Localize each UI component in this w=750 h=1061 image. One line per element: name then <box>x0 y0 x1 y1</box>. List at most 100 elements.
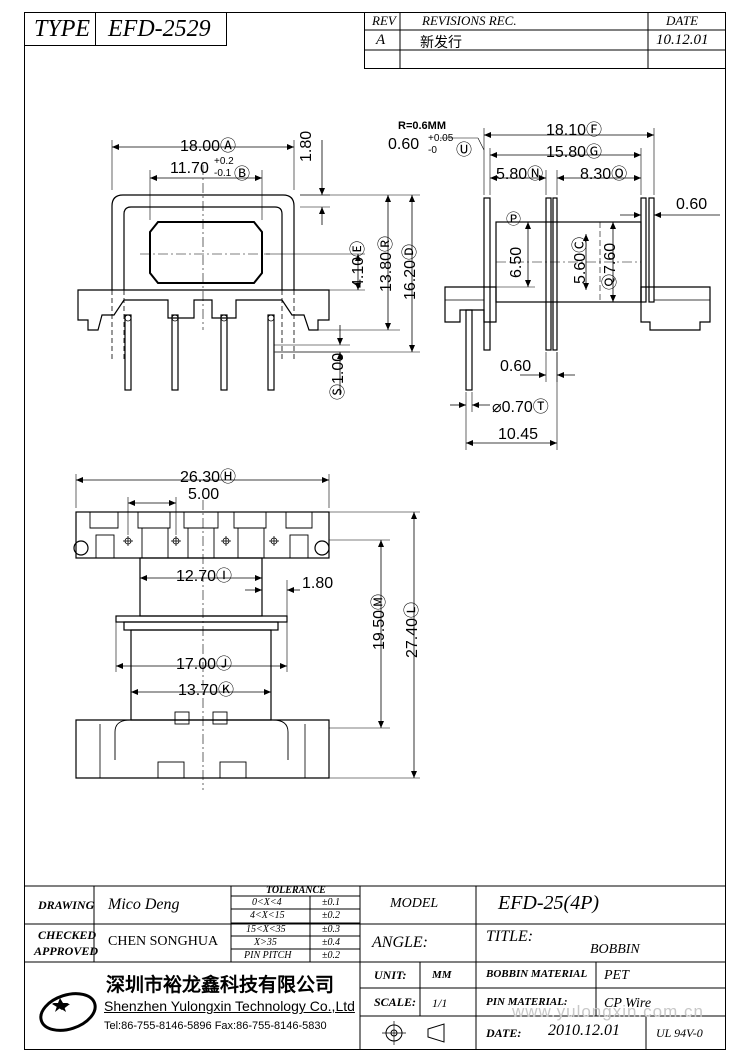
side-flange-mid-b <box>552 197 558 351</box>
side-view <box>440 128 720 450</box>
date-value: 2010.12.01 <box>548 1022 620 1039</box>
dim-500-label: 5.00 <box>188 486 220 503</box>
front-outer-frame <box>111 194 295 290</box>
company-logo-icon <box>39 992 97 1032</box>
pin-material-value: CP Wire <box>604 996 652 1011</box>
dim-b-tol-minus: -0.1 <box>214 168 232 179</box>
dim-i-label: 12.70Ⓘ <box>176 568 233 585</box>
tolerance-label: TOLERANCE <box>266 885 326 896</box>
drawing-value: Mico Deng <box>108 896 180 913</box>
date-label: DATE: <box>486 1026 522 1040</box>
bobbin-material-value: PET <box>604 968 629 983</box>
dim-650-label: 6.50 <box>508 246 525 278</box>
title-value: BOBBIN <box>590 942 640 957</box>
watermark-text: www.yulongxin.com.cn <box>512 1002 704 1021</box>
drawing-label: DRAWING <box>38 898 95 912</box>
dim-d-label: 16.20Ⓓ <box>402 243 419 300</box>
date-header-label: DATE <box>666 13 699 28</box>
rev-date: 10.12.01 <box>656 32 709 48</box>
type-label: TYPE <box>34 16 91 42</box>
model-label: MODEL <box>390 896 439 911</box>
scale-label: SCALE: <box>374 995 417 1009</box>
dim-g-label: 15.80Ⓖ <box>546 144 603 161</box>
dim-m-label: 19.50Ⓜ <box>371 593 388 650</box>
unit-label: UNIT: <box>374 968 407 982</box>
checked-value: CHEN SONGHUA <box>108 934 219 949</box>
rev-label: REV <box>372 13 396 28</box>
dim-r-label: 13.80Ⓡ <box>378 235 395 292</box>
dim-f-label: 18.10Ⓕ <box>546 122 603 139</box>
bottom-base <box>75 719 330 779</box>
dim-k-label: 13.70Ⓚ <box>178 682 235 699</box>
rev-value: A <box>376 32 386 48</box>
tol-value-3: ±0.4 <box>322 937 340 948</box>
side-pin <box>465 309 473 391</box>
dim-e-label: 4.10Ⓔ <box>350 240 367 288</box>
dim-j-label: 17.00Ⓙ <box>176 656 233 673</box>
approved-label: APPROVED <box>34 944 99 958</box>
dim-o-label: 8.30Ⓞ <box>580 166 628 183</box>
dim-u-mark: Ⓤ <box>456 140 473 159</box>
dim-q-label: Ⓠ7.60 <box>602 242 619 290</box>
company-name-en: Shenzhen Yulongxin Technology Co.,Ltd <box>104 998 355 1014</box>
dim-1045-label: 10.45 <box>498 426 539 443</box>
bottom-core-lower <box>130 629 272 721</box>
front-pin-3 <box>220 314 228 391</box>
side-base-left <box>444 286 497 323</box>
revision-table <box>364 12 726 69</box>
tol-range-0: 0<X<4 <box>252 897 282 908</box>
dim-u-value: 0.60 <box>388 136 420 153</box>
model-value: EFD-25(4P) <box>498 892 600 914</box>
type-value-cell <box>95 12 227 46</box>
title-block-grid <box>24 885 726 1050</box>
dim-s-label: Ⓢ1.00 <box>330 352 347 400</box>
dim-c-label: 5.60Ⓒ <box>572 236 589 284</box>
title-label: TITLE: <box>486 928 534 945</box>
dim-b-mark: Ⓑ <box>234 164 251 183</box>
front-flange <box>77 289 330 331</box>
side-flange-right-b <box>648 197 655 303</box>
front-view <box>77 140 420 395</box>
dim-u-tol-minus: -0 <box>428 145 437 156</box>
tol-range-3: X>35 <box>254 937 277 948</box>
tol-value-1: ±0.2 <box>322 910 340 921</box>
tol-range-4: PIN PITCH <box>244 950 292 961</box>
front-pin-4 <box>267 314 275 391</box>
dim-180b-label: 1.80 <box>302 575 334 592</box>
dim-180-label: 1.80 <box>298 130 315 162</box>
dim-l-label: 27.40Ⓛ <box>404 601 421 658</box>
dim-h-label: 26.30Ⓗ <box>180 469 237 486</box>
tol-value-2: ±0.3 <box>322 924 340 935</box>
dim-n-label: 5.80Ⓝ <box>496 166 544 183</box>
company-contact: Tel:86-755-8146-5896 Fax:86-755-8146-583… <box>104 1020 327 1032</box>
pin-material-label: PIN MATERIAL: <box>486 996 568 1008</box>
revisions-label: REVISIONS REC. <box>422 13 517 28</box>
dim-060b-label: 0.60 <box>500 358 532 375</box>
dim-t-label: ⌀0.70Ⓣ <box>492 399 549 416</box>
dim-u-note: R=0.6MM <box>398 120 446 132</box>
company-name-cn: 深圳市裕龙鑫科技有限公司 <box>106 974 335 996</box>
bobbin-material-label: BOBBIN MATERIAL <box>486 968 588 980</box>
unit-value: MM <box>432 969 452 981</box>
dim-a-label: 18.00Ⓐ <box>180 138 237 155</box>
side-base-right <box>640 286 711 331</box>
dim-p-label: Ⓟ <box>506 210 522 228</box>
scale-value: 1/1 <box>432 996 448 1010</box>
dim-060r-label: 0.60 <box>676 196 708 213</box>
bottom-view <box>73 474 420 790</box>
angle-label: ANGLE: <box>372 934 428 951</box>
front-pin-1 <box>124 314 132 391</box>
type-value: EFD-2529 <box>108 16 211 42</box>
tol-value-0: ±0.1 <box>322 897 340 908</box>
front-pin-2 <box>171 314 179 391</box>
side-flange-mid-a <box>545 197 552 351</box>
side-flange-left <box>483 197 491 351</box>
front-window <box>149 221 263 284</box>
dim-b-tol-plus: +0.2 <box>214 156 234 167</box>
revision-table-lines <box>364 12 726 69</box>
bottom-mid-flange <box>115 615 288 623</box>
dim-u-tol-plus: +0.05 <box>428 133 454 144</box>
tol-value-4: ±0.2 <box>322 950 340 961</box>
checked-label: CHECKED <box>38 928 97 942</box>
